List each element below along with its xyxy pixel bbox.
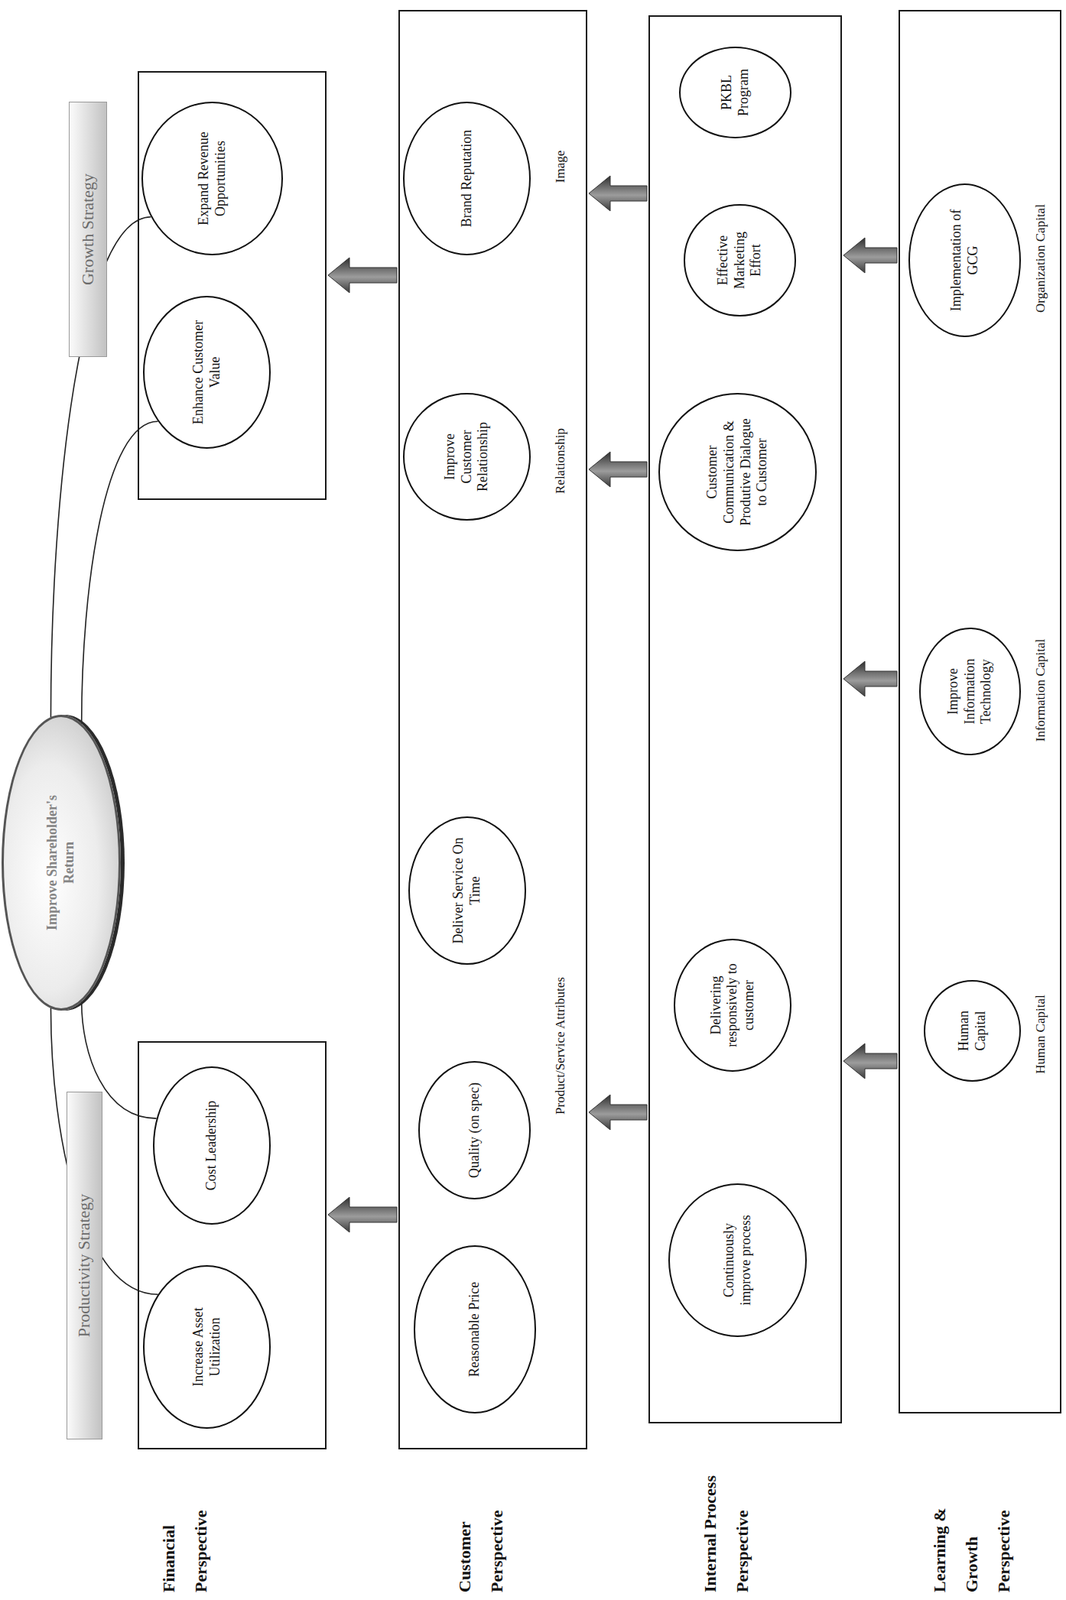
objective-ellipse: Quality (on spec) <box>418 1061 531 1200</box>
node-text: Delivering responsively to customer <box>708 957 758 1054</box>
objective-ellipse: PKBL Program <box>679 46 792 139</box>
block-arrow <box>328 257 397 293</box>
objective-ellipse: Improve Customer Relationship <box>403 393 531 521</box>
block-arrow <box>843 661 897 697</box>
group-label: Human Capital <box>1032 950 1049 1119</box>
group-label: Image <box>552 124 569 209</box>
block-arrow <box>588 1095 647 1131</box>
perspective-band: Customer PerspectiveProduct/Service Attr… <box>398 9 588 1450</box>
perspective-band: Internal Process PerspectiveContinuously… <box>648 15 842 1424</box>
node-text: PKBL Program <box>718 59 752 126</box>
node-text: Reasonable Price <box>466 1268 484 1391</box>
objective-ellipse: Cost Leadership <box>152 1066 271 1226</box>
node-text: Deliver Service On Time <box>450 837 484 946</box>
goal-oval: Improve Shareholder's Return <box>1 715 121 1011</box>
node-text: Implementation of GCG <box>948 204 982 317</box>
objective-ellipse: Reasonable Price <box>413 1245 537 1414</box>
block-arrow <box>588 451 647 488</box>
node-text: Brand Reputation <box>458 123 476 235</box>
objective-ellipse: Enhance Customer Value <box>143 295 271 449</box>
group-label: Organization Capital <box>1032 155 1049 362</box>
link-curve <box>81 421 159 724</box>
block-arrow <box>843 237 897 273</box>
node-text: Expand Revenue Opportunities <box>195 123 229 235</box>
group-label: Information Capital <box>1032 598 1049 783</box>
perspective-label: Internal Process Perspective <box>694 1470 759 1593</box>
node-text: Effective Marketing Effort <box>715 220 765 302</box>
perspective-label: Financial Perspective <box>152 1470 218 1593</box>
perspective-band: Learning & Growth PerspectiveHuman Capit… <box>898 9 1062 1414</box>
objective-ellipse: Delivering responsively to customer <box>673 939 792 1073</box>
perspective-label: Learning & Growth Perspective <box>923 1470 1020 1593</box>
node-text: Improve Customer Relationship <box>442 410 492 504</box>
strategy-heading: Productivity Strategy <box>66 1092 103 1440</box>
objective-ellipse: Deliver Service On Time <box>408 816 527 966</box>
node-text: Improve Shareholder's Return <box>44 786 78 939</box>
node-text: Continuously improve process <box>721 1205 754 1317</box>
block-arrow <box>588 175 647 212</box>
node-text: Enhance Customer Value <box>190 316 224 428</box>
node-text: Increase Asset Utilization <box>190 1287 224 1407</box>
node-text: Improve Information Technology <box>945 645 995 738</box>
node-text: Customer Communication & Produtive Dialo… <box>704 414 771 530</box>
node-text: Quality (on spec) <box>466 1080 484 1181</box>
node-text: Cost Leadership <box>203 1088 221 1203</box>
objective-ellipse: Increase Asset Utilization <box>143 1265 271 1430</box>
objective-ellipse: Improve Information Technology <box>919 627 1021 756</box>
objective-ellipse: Human Capital <box>923 980 1021 1083</box>
strategy-box: Growth StrategyEnhance Customer ValueExp… <box>137 71 327 501</box>
node-text: Human Capital <box>955 994 989 1068</box>
block-arrow <box>843 1043 897 1079</box>
group-label: Relationship <box>552 392 569 530</box>
perspective-label: Customer Perspective <box>448 1470 514 1593</box>
objective-ellipse: Brand Reputation <box>403 101 531 256</box>
block-arrow <box>328 1197 397 1233</box>
objective-ellipse: Effective Marketing Effort <box>683 204 797 317</box>
objective-ellipse: Expand Revenue Opportunities <box>141 101 283 256</box>
strategy-box: Productivity StrategyIncrease Asset Util… <box>137 1041 327 1450</box>
group-label: Product/Service Attributes <box>552 908 569 1184</box>
objective-ellipse: Customer Communication & Produtive Dialo… <box>658 393 817 552</box>
objective-ellipse: Continuously improve process <box>668 1183 807 1338</box>
strategy-heading: Growth Strategy <box>68 101 108 358</box>
objective-ellipse: Implementation of GCG <box>908 183 1021 338</box>
